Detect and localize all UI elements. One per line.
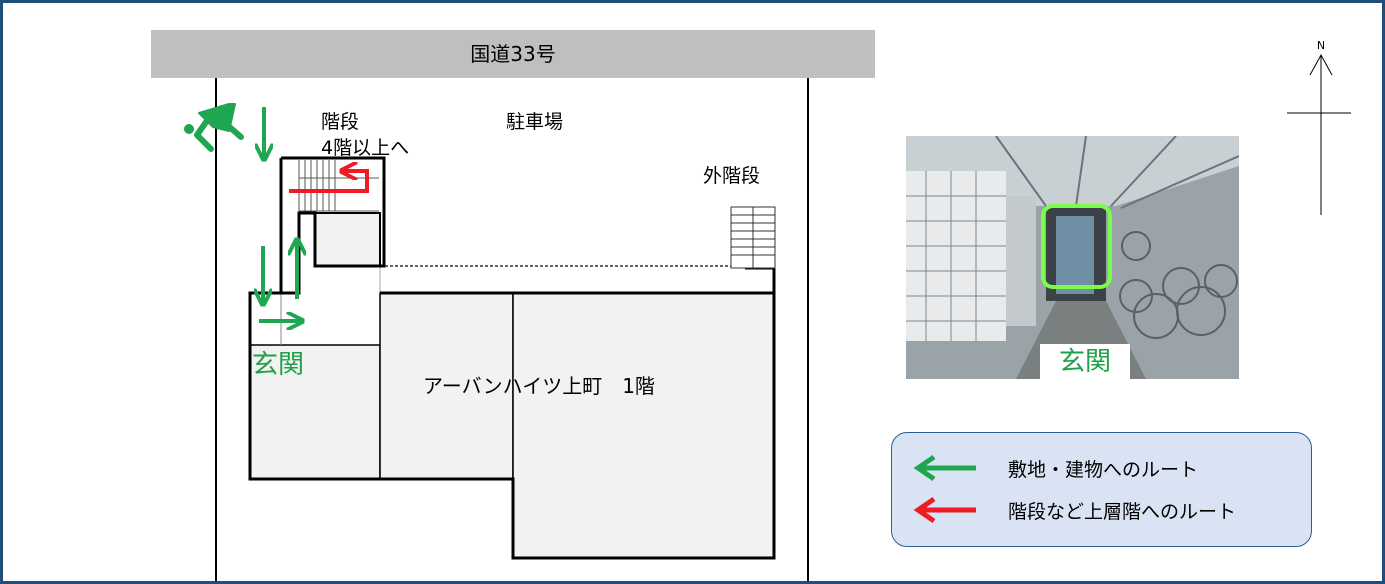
north-compass-icon [1287, 53, 1351, 215]
legend-label-upper-route: 階段など上層階へのルート [1008, 500, 1237, 523]
floor-plan-map: 国道33号 [151, 30, 1351, 581]
stair-room [314, 212, 381, 267]
entrance-photo [906, 136, 1239, 379]
photo-entrance-label: 玄関 [1040, 344, 1130, 381]
building-outline [248, 156, 776, 560]
legend-label-site-route: 敷地・建物へのルート [1008, 458, 1199, 481]
building-label: アーバンハイツ上町 1階 [423, 374, 655, 398]
stairs-label: 階段 [321, 111, 359, 133]
room-right [512, 292, 775, 559]
legend-item-upper-route: 階段など上層階へのルート [912, 495, 1236, 525]
outer-stairs-label: 外階段 [703, 165, 760, 187]
route-arrow-stairs [289, 171, 369, 193]
road-band [151, 30, 875, 78]
route-legend: 敷地・建物へのルート 階段など上層階へのルート [891, 432, 1312, 547]
north-label: N [1317, 39, 1325, 52]
parking-label: 駐車場 [506, 111, 563, 133]
pedestrian-icon [184, 103, 244, 152]
green-arrow-icon [913, 454, 976, 482]
outer-stairs [730, 206, 776, 269]
room-middle [379, 292, 514, 480]
entrance-label: 玄関 [252, 350, 304, 380]
red-arrow-icon [913, 496, 976, 524]
room-entrance-lower [249, 344, 381, 480]
road-label: 国道33号 [470, 42, 555, 66]
stairs-upper-label: 4階以上へ [321, 137, 409, 159]
legend-item-site-route: 敷地・建物へのルート [912, 453, 1198, 483]
